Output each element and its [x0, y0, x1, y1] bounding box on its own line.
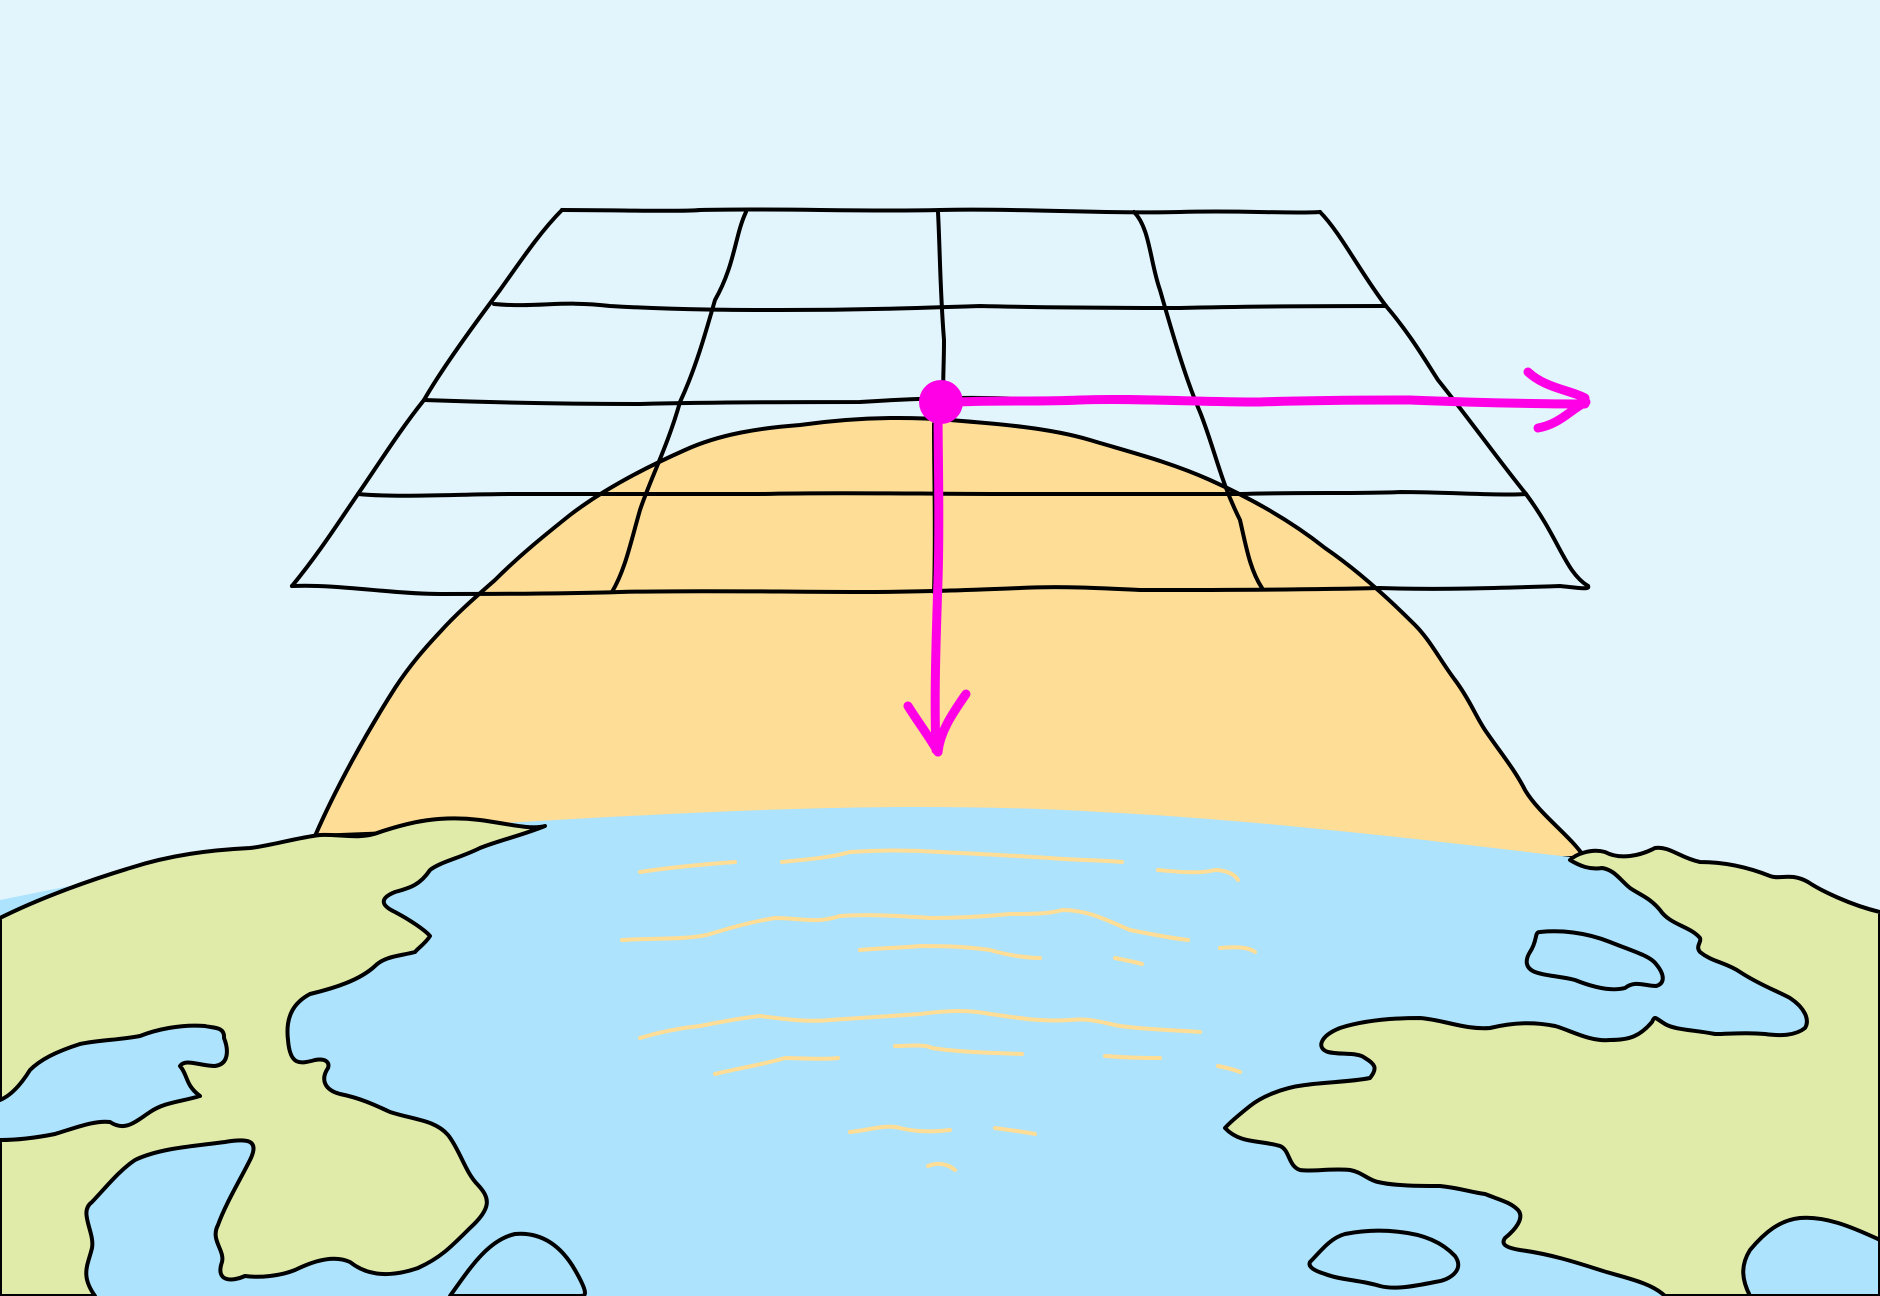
- lake-bottom-right: [1741, 1215, 1880, 1296]
- lake-bottom-center-right: [1307, 1228, 1461, 1290]
- land-left: [0, 816, 547, 1296]
- vector-arrows: [903, 367, 1591, 757]
- lake-left-lower: [448, 1231, 587, 1296]
- vector-origin-dot: [919, 380, 963, 424]
- sun-dome: [313, 415, 1587, 860]
- lake-right-upper: [1524, 929, 1665, 992]
- water-glints: [620, 848, 1257, 1172]
- land-right: [1223, 845, 1880, 1296]
